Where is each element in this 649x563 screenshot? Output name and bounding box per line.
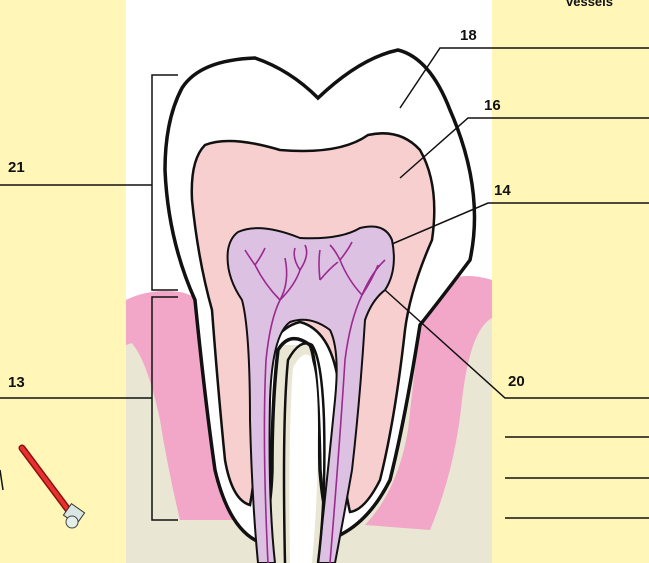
label-21: 21: [8, 160, 25, 175]
toothbrush-icon: [0, 448, 85, 528]
label-14: 14: [494, 183, 511, 198]
label-13: 13: [8, 375, 25, 390]
header-partial-word: vessels: [566, 0, 613, 9]
label-18: 18: [460, 28, 477, 43]
label-16: 16: [484, 98, 501, 113]
label-20: 20: [508, 374, 525, 389]
root-gap: [289, 355, 318, 563]
